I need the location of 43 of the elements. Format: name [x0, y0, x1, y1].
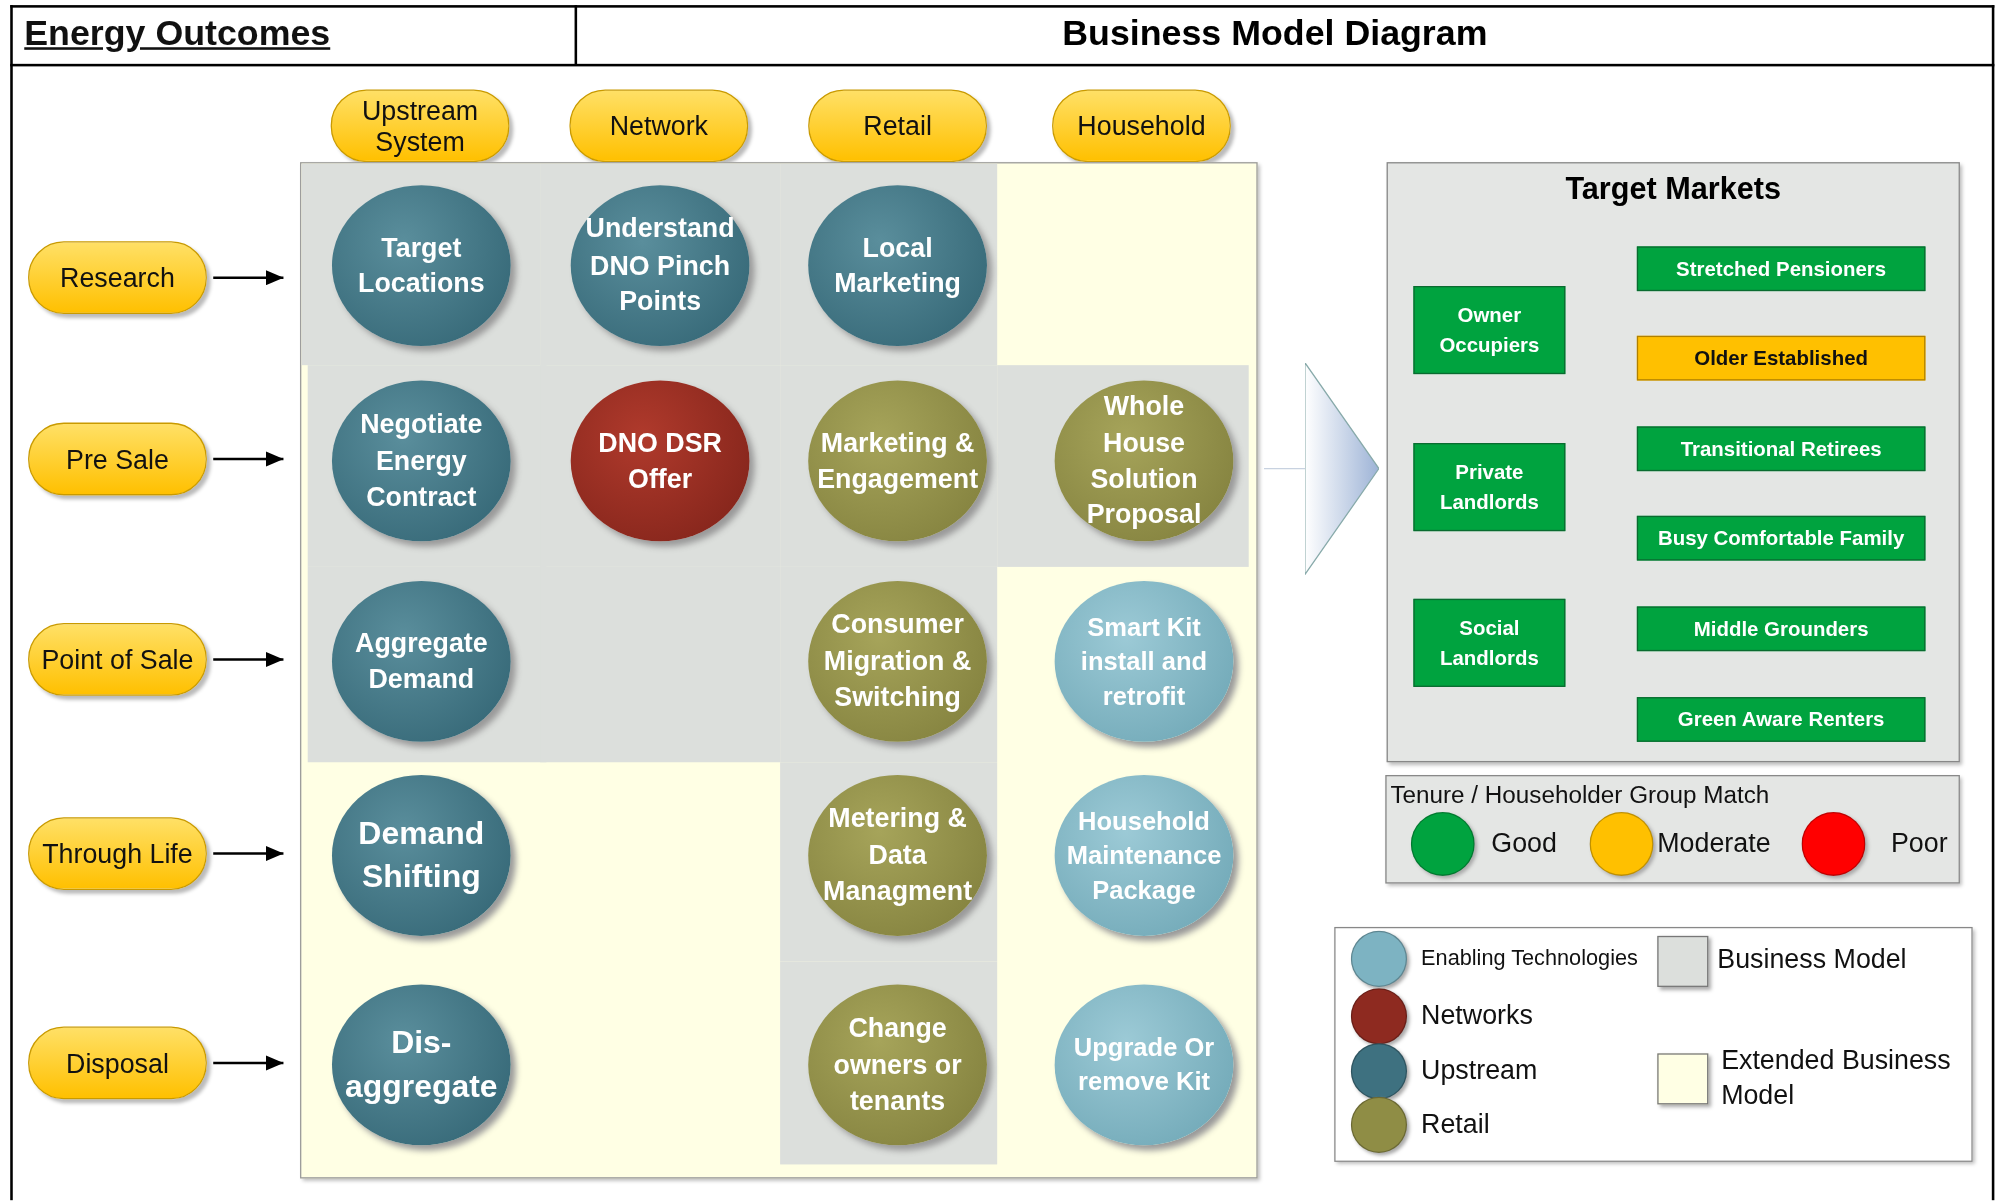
stage-pill: Pre Sale [28, 422, 207, 496]
stage-pill: Through Life [28, 817, 207, 890]
arrow [213, 451, 284, 467]
column-header-pill: Retail [808, 89, 987, 163]
upstream-circle: Demand Shifting [331, 775, 511, 936]
legend-label: Upstream [1421, 1054, 1538, 1086]
arrow [213, 270, 284, 286]
stage-pill: Disposal [28, 1026, 207, 1100]
segment-box: Green Aware Renters [1636, 697, 1926, 742]
panel-heading: Tenure / Householder Group Match [1390, 781, 1770, 810]
panel-title: Target Markets [1564, 171, 1783, 207]
segment-box: Older Established [1636, 335, 1926, 381]
arrow [213, 845, 284, 862]
technology-circle: Household Maintenance Package [1054, 775, 1234, 936]
arrow [213, 651, 284, 668]
arrow [213, 1055, 284, 1071]
segment-box: Social Landlords [1413, 598, 1566, 687]
column-header-pill: Household [1052, 89, 1231, 163]
segment-box: Transitional Retirees [1636, 426, 1926, 472]
legend-label: Enabling Technologies [1421, 946, 1638, 972]
technology-circle: Upgrade Or remove Kit [1054, 984, 1234, 1146]
legend-label: Extended Business Model [1721, 1043, 1952, 1112]
legend-label: Business Model [1717, 943, 1907, 975]
segment-box: Middle Grounders [1636, 606, 1926, 652]
legend-label: Moderate [1657, 827, 1771, 858]
diagram-title: Business Model Diagram [1062, 12, 1488, 54]
target-markets-panel [1386, 162, 1960, 763]
technology-circle: Smart Kit install and retrofit [1054, 580, 1234, 742]
legend-label: Networks [1421, 999, 1533, 1031]
stage-pill: Point of Sale [28, 623, 207, 696]
segment-box: Owner Occupiers [1413, 286, 1566, 375]
legend-label: Poor [1890, 827, 1948, 858]
column-header-pill: Network [569, 89, 749, 163]
column-header-pill: Upstream System [330, 89, 510, 163]
segment-box: Busy Comfortable Family [1636, 515, 1926, 561]
legend-label: Good [1491, 827, 1557, 858]
section-heading: Energy Outcomes [24, 12, 331, 54]
chevron-arrow [1263, 361, 1380, 576]
legend-label: Retail [1421, 1108, 1490, 1139]
upstream-circle: Dis-aggregate [331, 984, 511, 1146]
segment-box: Stretched Pensioners [1636, 246, 1926, 292]
segment-box: Private Landlords [1413, 443, 1566, 532]
stage-pill: Research [28, 241, 207, 315]
